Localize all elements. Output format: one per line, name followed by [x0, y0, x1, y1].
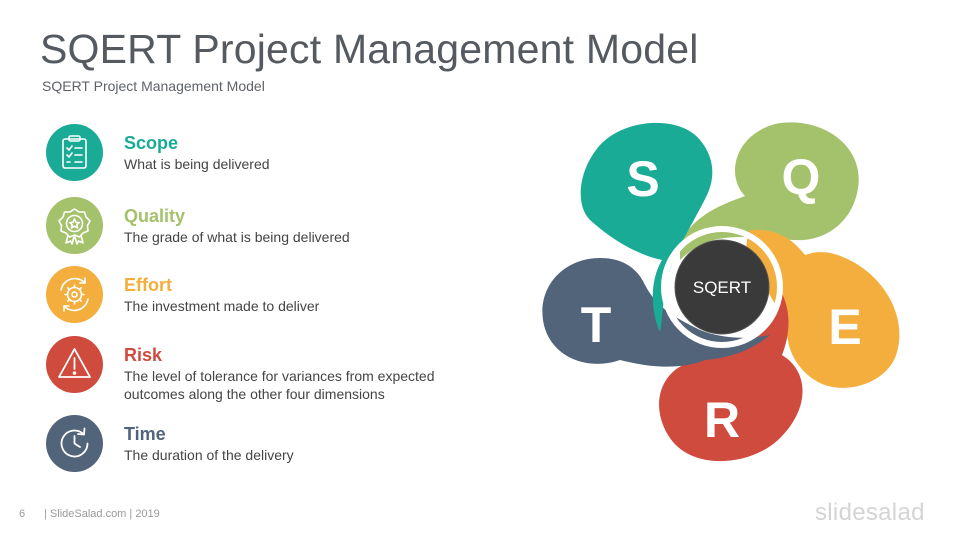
checklist-icon: [46, 124, 103, 181]
petal-letter: E: [828, 299, 861, 355]
petal-letter: T: [581, 297, 612, 353]
petal-r: R: [659, 290, 803, 462]
petal-letter: R: [704, 392, 740, 448]
item-description: What is being delivered: [124, 156, 270, 172]
item-title: Risk: [124, 345, 163, 365]
petal-letter: S: [626, 151, 659, 207]
item-description: The duration of the delivery: [124, 447, 294, 463]
item-description: The level of tolerance for variances fro…: [124, 368, 435, 402]
brand-logo: slidesalad: [815, 499, 925, 526]
award-icon: [46, 197, 103, 254]
separator-ring: [661, 226, 783, 348]
item-title: Effort: [124, 275, 172, 295]
dimension-list: Scope What is being delivered Quality Th…: [46, 124, 435, 472]
petal-letter: Q: [782, 149, 821, 205]
item-title: Quality: [124, 206, 186, 226]
petal-s: S: [580, 122, 713, 332]
gear-cycle-icon: [46, 266, 103, 323]
petal-q: Q: [680, 122, 859, 260]
footer-credit: | SlideSalad.com | 2019: [44, 508, 160, 520]
sqert-diagram: Q E R T S SQERT: [520, 110, 920, 490]
page-subtitle: SQERT Project Management Model: [42, 78, 265, 94]
item-description: The grade of what is being delivered: [124, 229, 350, 245]
item-title: Time: [124, 424, 166, 444]
page-number: 6: [19, 508, 26, 520]
petal-e: E: [746, 229, 900, 388]
center-circle: SQERT: [674, 239, 770, 335]
clock-icon: [46, 415, 103, 472]
item-description: The investment made to deliver: [124, 298, 320, 314]
page-title: SQERT Project Management Model: [40, 26, 699, 72]
center-label: SQERT: [693, 278, 751, 297]
item-title: Scope: [124, 133, 179, 153]
warning-icon: [46, 336, 103, 393]
